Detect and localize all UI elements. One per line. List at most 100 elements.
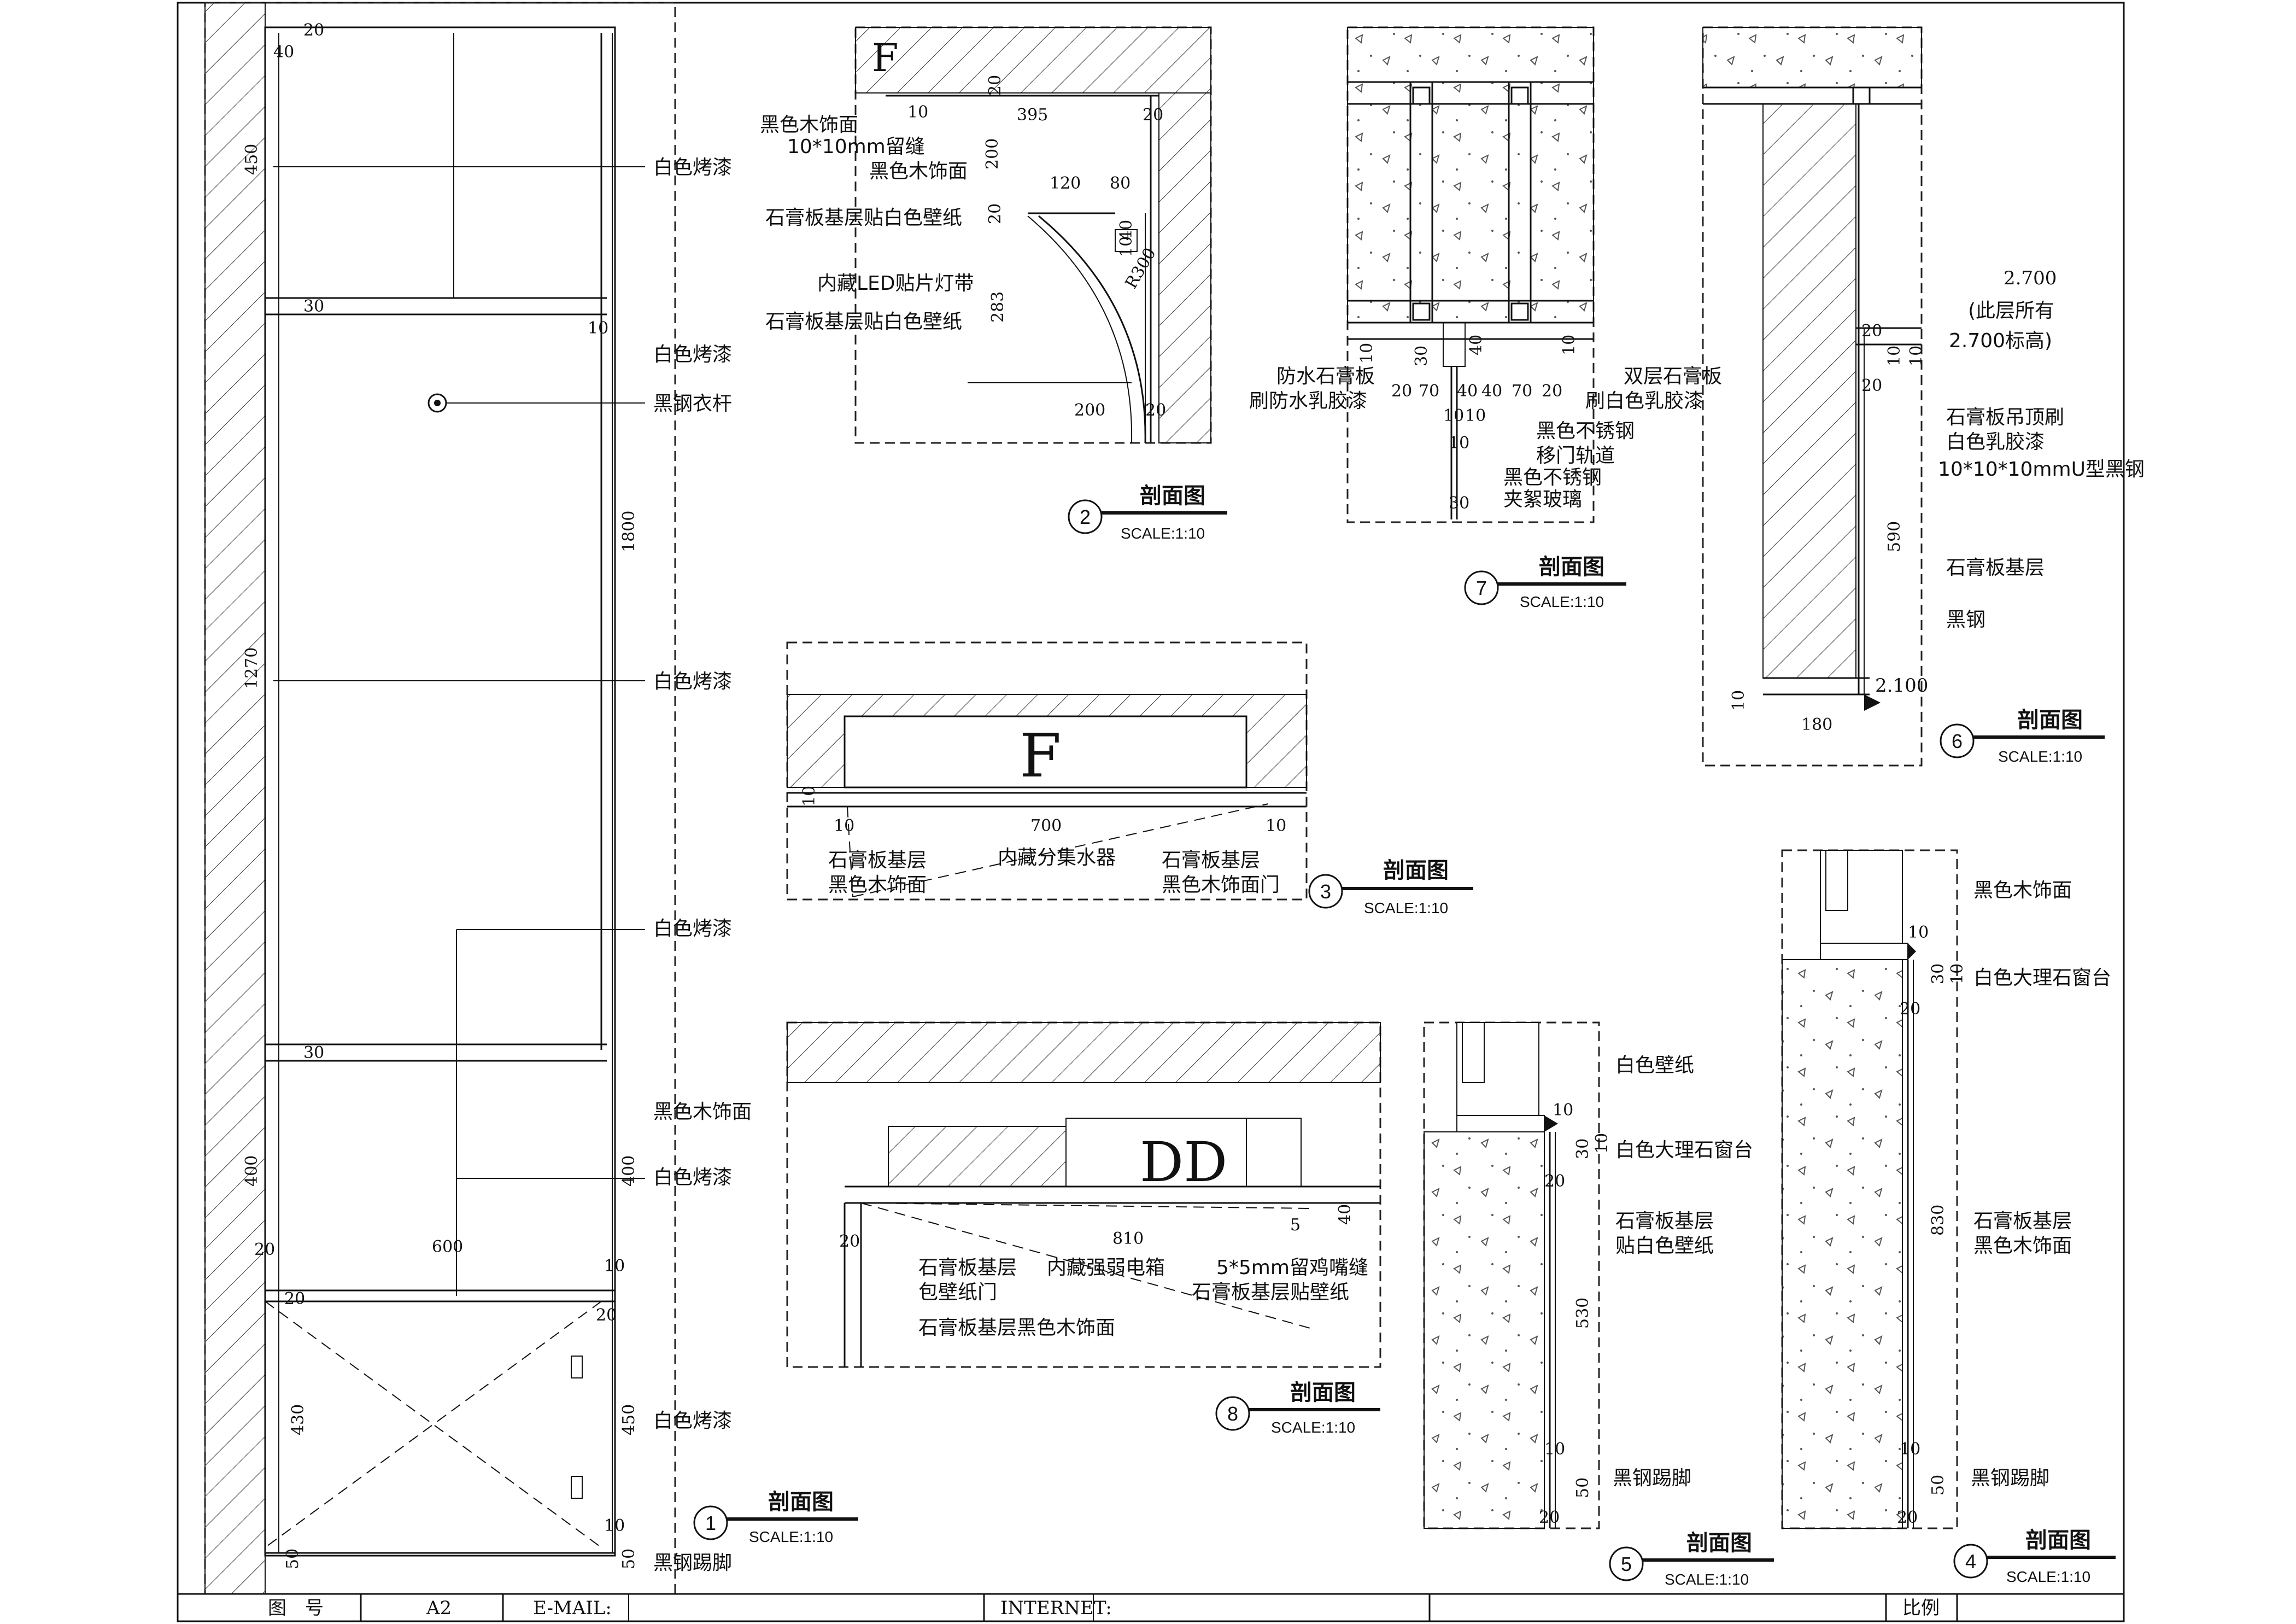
dim-label: 20 (303, 21, 324, 40)
view-number: 8 (1227, 1403, 1238, 1425)
dim-label: 20 (596, 1306, 617, 1325)
view-scale: SCALE:1:10 (1121, 525, 1205, 542)
view-title: 剖面图 (2025, 1528, 2091, 1553)
level-note: (此层所有 (1968, 300, 2054, 322)
dim-label: 20 (1861, 322, 1882, 341)
view3-label: 石膏板基层 (828, 849, 927, 872)
dim-label: 40 (1117, 220, 1136, 241)
view-scale: SCALE:1:10 (749, 1528, 833, 1545)
dim-label: 30 (303, 1043, 324, 1062)
dim-label: 20 (1544, 1172, 1565, 1191)
view3-label: 黑色木饰面门 (1162, 874, 1280, 896)
dim-label: 30 (1449, 494, 1469, 513)
dim-label: 10 (1907, 346, 1926, 366)
dim-label: 40 (1467, 335, 1486, 355)
dim-label: 10 (1908, 923, 1929, 942)
view-7-tag (1464, 570, 1499, 605)
dim-label: 180 (1801, 715, 1832, 734)
view4-label: 黑色木饰面 (1973, 879, 2072, 902)
dim-label: 20 (1145, 401, 1166, 420)
dim-label: 20 (1897, 1508, 1918, 1527)
title-block (177, 1593, 2125, 1622)
view1-label: 白色烤漆 (653, 156, 732, 179)
email-label: E-MAIL: (533, 1597, 612, 1619)
dim-label: 600 (432, 1237, 463, 1257)
dim-label: 430 (289, 1404, 308, 1435)
drawing-number-label: 图 号 (268, 1597, 324, 1619)
wall-hatch (204, 2, 266, 1594)
view-number: 2 (1080, 506, 1091, 528)
view7-label: 黑色不锈钢 (1503, 466, 1602, 489)
view8-label: 石膏板基层 (918, 1257, 1017, 1279)
view8-label: 石膏板基层黑色木饰面 (918, 1317, 1115, 1339)
view3-label: 内藏分集水器 (998, 846, 1116, 869)
level-note: 2.700标高) (1949, 330, 2052, 352)
dim-label: 10 (907, 103, 928, 122)
view-7-section (1346, 26, 1595, 523)
view3-label: 黑色木饰面 (828, 874, 927, 896)
dim-label: 50 (1929, 1475, 1948, 1496)
dim-label: 20 (1900, 1000, 1920, 1019)
view-3-section (786, 641, 1308, 901)
dim-label: 283 (988, 291, 1008, 323)
dim-label: 20 (1391, 382, 1412, 401)
dim-label: 590 (1885, 521, 1904, 552)
dim-label: 10 (1885, 346, 1904, 366)
section-letter: DD (1140, 1130, 1227, 1194)
view6-label: 石膏板吊顶刷 (1946, 406, 2064, 429)
view1-label: 白色烤漆 (653, 1166, 732, 1189)
view5-label: 白色壁纸 (1615, 1054, 1694, 1077)
dim-label: 10 (588, 319, 608, 338)
dim-label: 10 (1900, 1440, 1920, 1459)
dim-label: 10 (800, 786, 819, 807)
dim-label: 10 (1592, 1133, 1612, 1154)
view5-label: 贴白色壁纸 (1615, 1235, 1714, 1257)
dim-label: 10 (834, 816, 854, 836)
view-6-section (1702, 26, 1923, 767)
dim-label: 20 (839, 1232, 860, 1251)
view2-label: 石膏板基层贴白色壁纸 (765, 311, 962, 333)
view-number: 5 (1621, 1553, 1632, 1575)
view-title: 剖面图 (1383, 858, 1449, 883)
dim-label: 50 (619, 1549, 639, 1569)
view7-label: 防水石膏板 (1276, 365, 1375, 388)
dim-label: 10 (1449, 434, 1469, 453)
view-scale: SCALE:1:10 (1998, 748, 2082, 765)
dim-label: 10 (1560, 335, 1579, 355)
view7-label: 黑色不锈钢 (1536, 420, 1635, 442)
dim-label: 10 (1357, 343, 1377, 364)
dim-label: 1270 (242, 647, 261, 689)
dim-label: 40 (273, 43, 294, 62)
dim-label: 700 (1030, 816, 1062, 836)
view4-label: 白色大理石窗台 (1973, 967, 2111, 989)
view8-label: 内藏强弱电箱 (1047, 1257, 1165, 1279)
dim-label: 40 (1336, 1204, 1355, 1225)
dim-label: 10 (1544, 1440, 1565, 1459)
view4-label: 黑色木饰面 (1973, 1235, 2072, 1257)
view5-label: 石膏板基层 (1615, 1210, 1714, 1232)
view6-label: 石膏板基层 (1946, 557, 2045, 579)
view1-label: 黑钢衣杆 (653, 393, 732, 415)
dim-label: 1800 (619, 511, 639, 552)
drawing-number: A2 (426, 1597, 452, 1619)
dim-label: 10 (604, 1257, 625, 1276)
dim-label: 30 (1573, 1138, 1592, 1159)
dim-label: 530 (1573, 1298, 1592, 1329)
view-4-tag (1953, 1544, 1988, 1579)
view4-label: 石膏板基层 (1973, 1210, 2072, 1232)
view8-label: 5*5mm留鸡嘴缝 (1216, 1257, 1368, 1279)
dim-label: 10 (1465, 406, 1486, 425)
dim-label: 50 (1573, 1477, 1592, 1498)
dim-label: 10 (1117, 236, 1136, 257)
view7-label: 移门轨道 (1536, 445, 1615, 467)
level-mark: 2.700 (2004, 267, 2057, 289)
dim-label: 20 (1861, 376, 1882, 395)
view-5-section (1423, 1021, 1600, 1529)
dim-label: 10 (1443, 406, 1464, 425)
view-number: 1 (705, 1512, 716, 1534)
view-number: 7 (1476, 577, 1487, 599)
view8-label: 包壁纸门 (918, 1281, 997, 1304)
dim-label: 80 (1110, 174, 1131, 193)
